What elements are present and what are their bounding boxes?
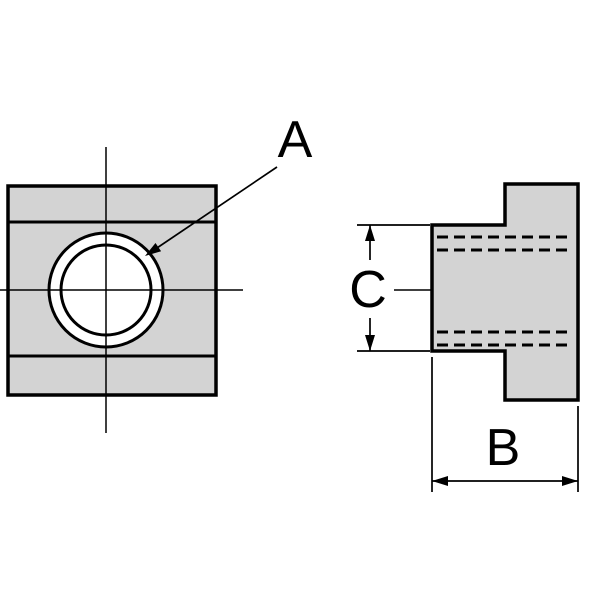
label-b: B [486,419,521,477]
dimension-c: C [349,224,430,352]
dim-c-arrow-down [365,335,375,351]
dim-c-arrow-up [365,225,375,241]
side-view-profile [430,182,580,402]
dim-b-arrow-left [432,476,448,486]
dimension-b: B [431,357,579,492]
label-a-arrowhead [145,243,162,256]
label-a-leader-line [150,166,278,253]
side-view [394,182,580,402]
label-a-callout: A [145,111,313,256]
front-view [0,147,243,433]
label-a: A [278,111,313,169]
dim-b-arrow-right [562,476,578,486]
label-c: C [349,261,387,319]
